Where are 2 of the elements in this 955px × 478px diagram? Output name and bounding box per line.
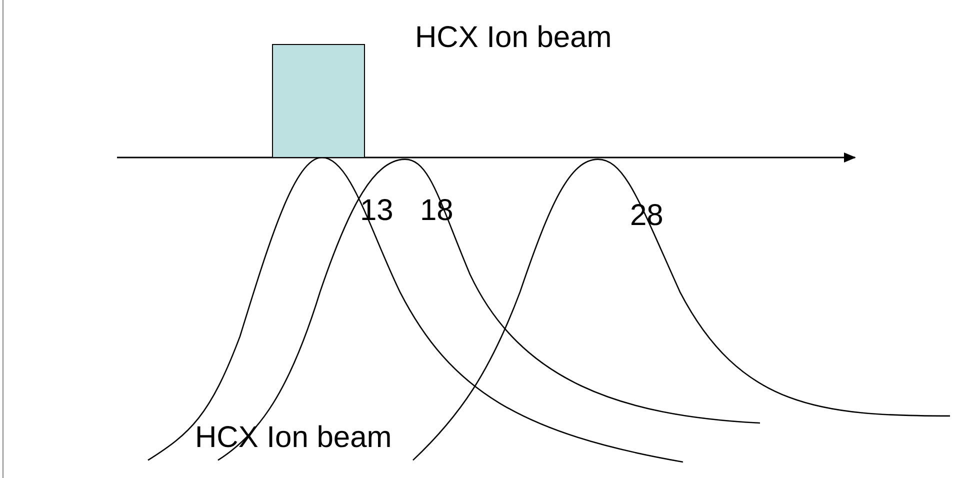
beam-block xyxy=(272,44,365,158)
beam-label: HCX Ion beam xyxy=(415,22,612,54)
